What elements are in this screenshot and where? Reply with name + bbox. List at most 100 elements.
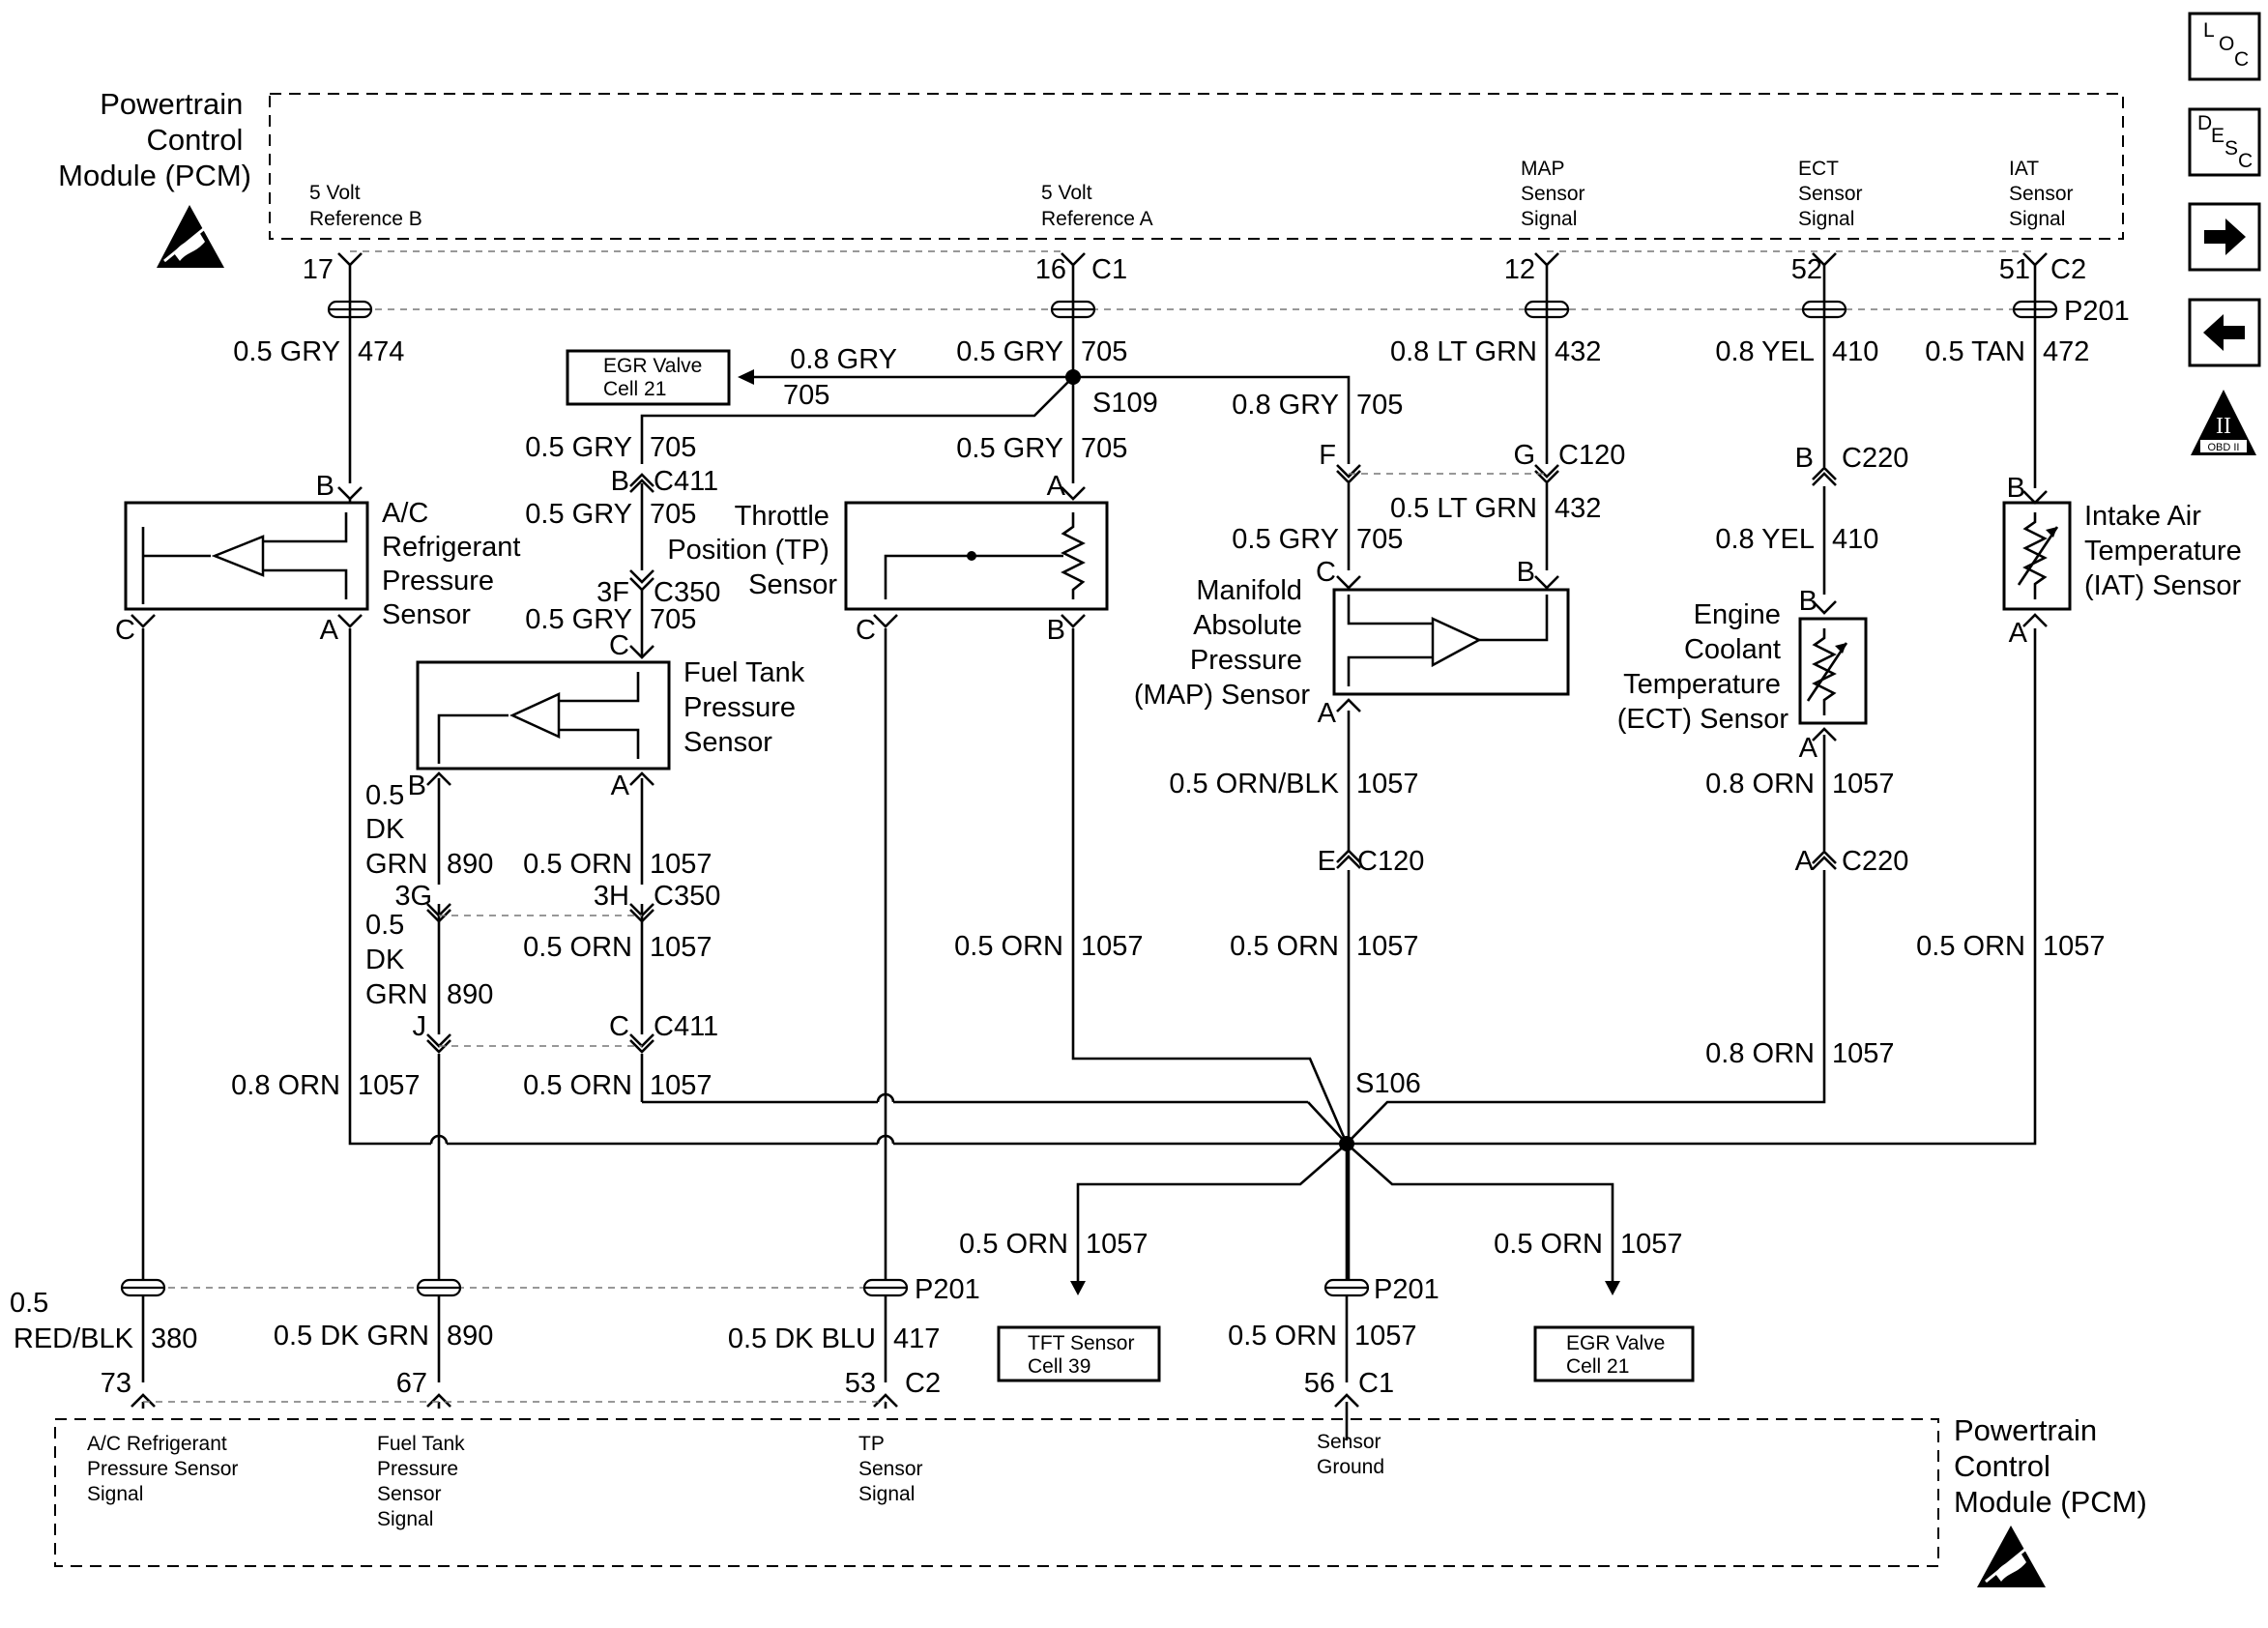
svg-text:1057: 1057 (2043, 931, 2106, 962)
pin-letters: B C A A C B B 3F C B A 3G 3H J C F G C B… (115, 440, 2028, 1042)
connector-c2-top: C2 (2050, 254, 2086, 285)
svg-text:0.8 YEL: 0.8 YEL (1715, 524, 1815, 555)
connector-c1-bottom: C1 (1358, 1368, 1394, 1399)
svg-text:890: 890 (447, 979, 493, 1010)
svg-text:0.5 ORN: 0.5 ORN (1494, 1229, 1603, 1260)
pin-number-17: 17 (303, 254, 334, 285)
svg-text:705: 705 (783, 380, 829, 411)
splice-s106 (1339, 1136, 1354, 1151)
svg-text:0.5 ORN: 0.5 ORN (954, 931, 1063, 962)
svg-text:0.5 GRY: 0.5 GRY (956, 433, 1063, 464)
svg-text:1057: 1057 (1086, 1229, 1149, 1260)
desc-button[interactable]: D E S C (2188, 107, 2261, 177)
svg-text:B: B (408, 770, 426, 801)
fuel-sensor-label: Fuel Tank Pressure Sensor (683, 657, 812, 758)
loc-button[interactable]: L O C (2188, 12, 2261, 81)
connector-c2-bottom: C2 (905, 1368, 941, 1399)
svg-text:0.5: 0.5 (10, 1288, 48, 1319)
svg-text:0.5 ORN: 0.5 ORN (523, 849, 632, 880)
svg-text:1057: 1057 (1356, 769, 1419, 799)
prev-arrow-button[interactable] (2188, 298, 2261, 367)
svg-text:1057: 1057 (650, 849, 712, 880)
svg-text:0.8 GRY: 0.8 GRY (1232, 390, 1339, 421)
svg-text:0.8 ORN: 0.8 ORN (1705, 1038, 1815, 1069)
svg-text:GRN: GRN (365, 849, 427, 880)
svg-text:1057: 1057 (650, 1070, 712, 1101)
svg-text:L: L (2203, 19, 2215, 42)
svg-text:705: 705 (650, 432, 696, 463)
connector-p201-bottom-left: P201 (915, 1274, 980, 1305)
svg-text:C220: C220 (1842, 846, 1908, 877)
svg-text:0.5: 0.5 (365, 780, 404, 811)
svg-text:C: C (2234, 48, 2249, 71)
svg-text:C: C (609, 630, 629, 661)
svg-text:0.5 DK BLU: 0.5 DK BLU (728, 1323, 876, 1354)
svg-text:0.8 LT GRN: 0.8 LT GRN (1390, 336, 1537, 367)
connector-p201-bottom-gnd: P201 (1374, 1274, 1439, 1305)
pin-label-fuel-tank-signal: Fuel Tank Pressure Sensor Signal (377, 1433, 471, 1530)
pin-label-5v-ref-b: 5 Volt Reference B (309, 182, 422, 230)
svg-text:705: 705 (1356, 524, 1403, 555)
svg-text:0.5 TAN: 0.5 TAN (1925, 336, 2025, 367)
iat-sensor-label: Intake Air Temperature (IAT) Sensor (2084, 501, 2250, 601)
pcm-bottom-box (54, 1418, 1939, 1567)
pin-number-53: 53 (845, 1368, 876, 1399)
svg-text:C: C (1316, 557, 1336, 588)
connector-terminals (131, 464, 2048, 1408)
egr-bottom-arrow (1605, 1281, 1620, 1295)
svg-text:0.5 GRY: 0.5 GRY (525, 432, 632, 463)
pin-label-sensor-ground: Sensor Ground (1317, 1431, 1386, 1478)
svg-text:0.5 LT GRN: 0.5 LT GRN (1390, 493, 1537, 524)
svg-text:0.5 GRY: 0.5 GRY (956, 336, 1063, 367)
pin-number-12: 12 (1504, 254, 1535, 285)
connector-names: C411 C350 C350 C411 C120 C120 C220 C220 (654, 440, 1908, 1042)
svg-text:B: B (1799, 586, 1817, 617)
svg-text:B: B (611, 466, 629, 497)
svg-text:C120: C120 (1558, 440, 1625, 471)
svg-text:C411: C411 (654, 1011, 718, 1042)
svg-text:A: A (611, 770, 630, 801)
svg-text:B: B (2007, 473, 2025, 504)
splice-s109 (1065, 369, 1081, 385)
svg-text:1057: 1057 (1356, 931, 1419, 962)
svg-text:0.5 ORN: 0.5 ORN (523, 1070, 632, 1101)
svg-text:A: A (1799, 733, 1818, 764)
svg-text:410: 410 (1832, 336, 1878, 367)
obd-ii-badge[interactable]: II OBD II (2191, 390, 2256, 455)
ac-pressure-sensor (124, 501, 369, 611)
svg-text:J: J (413, 1011, 427, 1042)
svg-text:0.5 ORN: 0.5 ORN (959, 1229, 1068, 1260)
svg-text:DK: DK (365, 945, 405, 975)
svg-text:O: O (2219, 33, 2234, 55)
ac-sensor-label: A/C Refrigerant Pressure Sensor (382, 498, 529, 630)
svg-text:0.5 GRY: 0.5 GRY (525, 499, 632, 530)
ect-sensor (1798, 617, 1868, 725)
pin-number-73: 73 (101, 1368, 131, 1399)
svg-text:432: 432 (1555, 336, 1601, 367)
svg-text:432: 432 (1555, 493, 1601, 524)
svg-text:0.8 GRY: 0.8 GRY (790, 344, 897, 375)
svg-text:C: C (115, 615, 135, 646)
svg-text:C350: C350 (654, 577, 720, 608)
svg-text:1057: 1057 (650, 932, 712, 963)
svg-text:C411: C411 (654, 466, 718, 497)
svg-text:1057: 1057 (358, 1070, 421, 1101)
svg-text:B: B (1047, 615, 1065, 646)
left-arrow-icon (2203, 314, 2245, 351)
svg-text:D: D (2197, 112, 2212, 134)
map-sensor-label: Manifold Absolute Pressure (MAP) Sensor (1134, 575, 1310, 711)
splice-s106-label: S106 (1355, 1068, 1421, 1099)
svg-text:B: B (1795, 443, 1814, 474)
next-arrow-button[interactable] (2188, 202, 2261, 272)
svg-text:E: E (1318, 846, 1336, 877)
svg-text:0.8 ORN: 0.8 ORN (1705, 769, 1815, 799)
pin-number-16: 16 (1035, 254, 1066, 285)
svg-text:F: F (1319, 440, 1336, 471)
esd-icon (1977, 1526, 2046, 1587)
svg-text:C120: C120 (1357, 846, 1424, 877)
svg-text:1057: 1057 (1354, 1321, 1417, 1352)
